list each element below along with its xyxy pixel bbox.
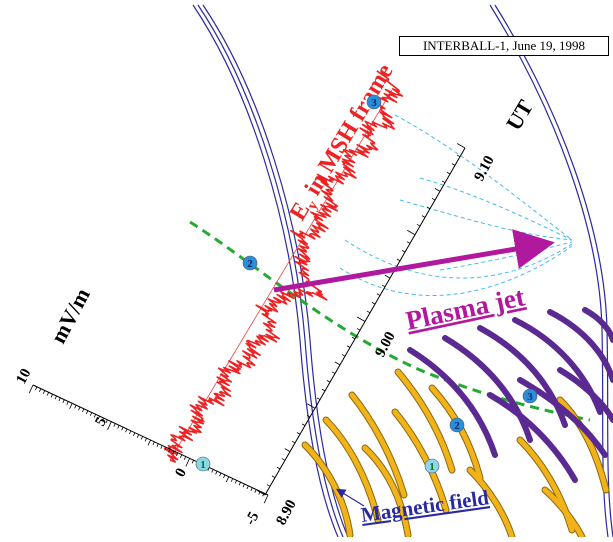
ut-tick-890: 8.90 [273,497,299,528]
marker-2-field: 2 [449,417,465,433]
marker-1-ey: 1 [195,456,211,472]
field-tick-10: 10 [13,366,34,387]
marker-2-ey: 2 [242,255,258,271]
boundary-left [192,4,349,538]
field-tick-neg5: -5 [242,509,262,528]
ey-label: Ey in MSH frame [285,59,401,226]
marker-3-ey: 3 [366,94,382,110]
figure-title: INTERBALL-1, June 19, 1998 [399,36,609,56]
field-lines-purple [407,307,613,483]
marker-2-ey-label: 2 [247,258,253,270]
field-lines-orange-fill [302,369,609,540]
ut-axis [257,143,466,496]
markers: 1 2 3 1 2 3 [195,94,538,474]
marker-1-field: 1 [424,458,440,474]
marker-3-field: 3 [522,388,538,404]
ey-trace [163,70,404,463]
mvm-axis [28,384,269,504]
marker-3-ey-label: 3 [371,97,377,109]
field-tick-0: 0 [172,466,190,480]
mvm-label: mV/m [45,284,95,348]
marker-1-ey-label: 1 [200,459,206,471]
marker-2-field-label: 2 [454,420,460,432]
marker-3-field-label: 3 [527,391,533,403]
ut-tick-900: 9.00 [372,329,398,360]
ut-label: UT [501,95,538,134]
marker-1-field-label: 1 [429,461,435,473]
ut-tick-910: 9.10 [471,153,497,184]
magnetic-field-pointer [335,488,365,507]
ey-label-rest: in MSH frame [297,59,399,205]
magnetic-field-label: Magnetic field [359,485,490,527]
plasma-jet-arrow [273,229,555,293]
plasma-jet-label: Plasma jet [403,281,527,335]
